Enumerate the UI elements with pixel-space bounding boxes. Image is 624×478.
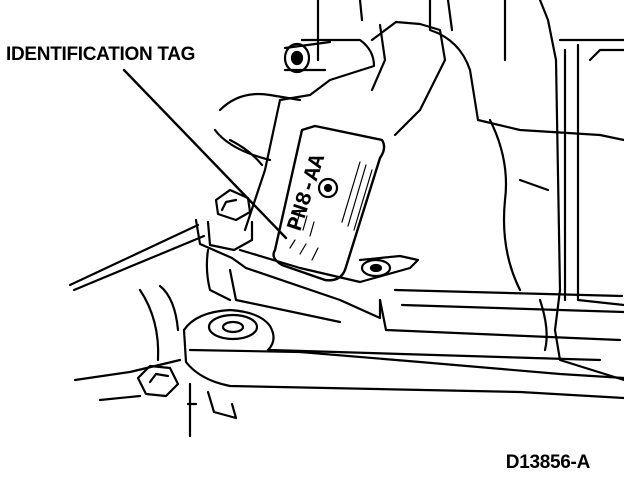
transmission-housing: [428, 0, 624, 382]
callout-leader-line: [122, 68, 288, 240]
casting-bracket: [194, 218, 624, 342]
lower-bolt: [98, 364, 238, 438]
tag-bolt: [206, 188, 254, 252]
tag-part-number: PN8-AA: [283, 150, 332, 234]
lower-link: [182, 308, 624, 400]
upper-shaft: [213, 0, 364, 167]
figure-id: D13856-A: [505, 452, 591, 473]
left-boss: [68, 223, 232, 382]
identification-tag-callout: IDENTIFICATION TAG: [6, 44, 196, 65]
shift-lever: [243, 20, 447, 232]
